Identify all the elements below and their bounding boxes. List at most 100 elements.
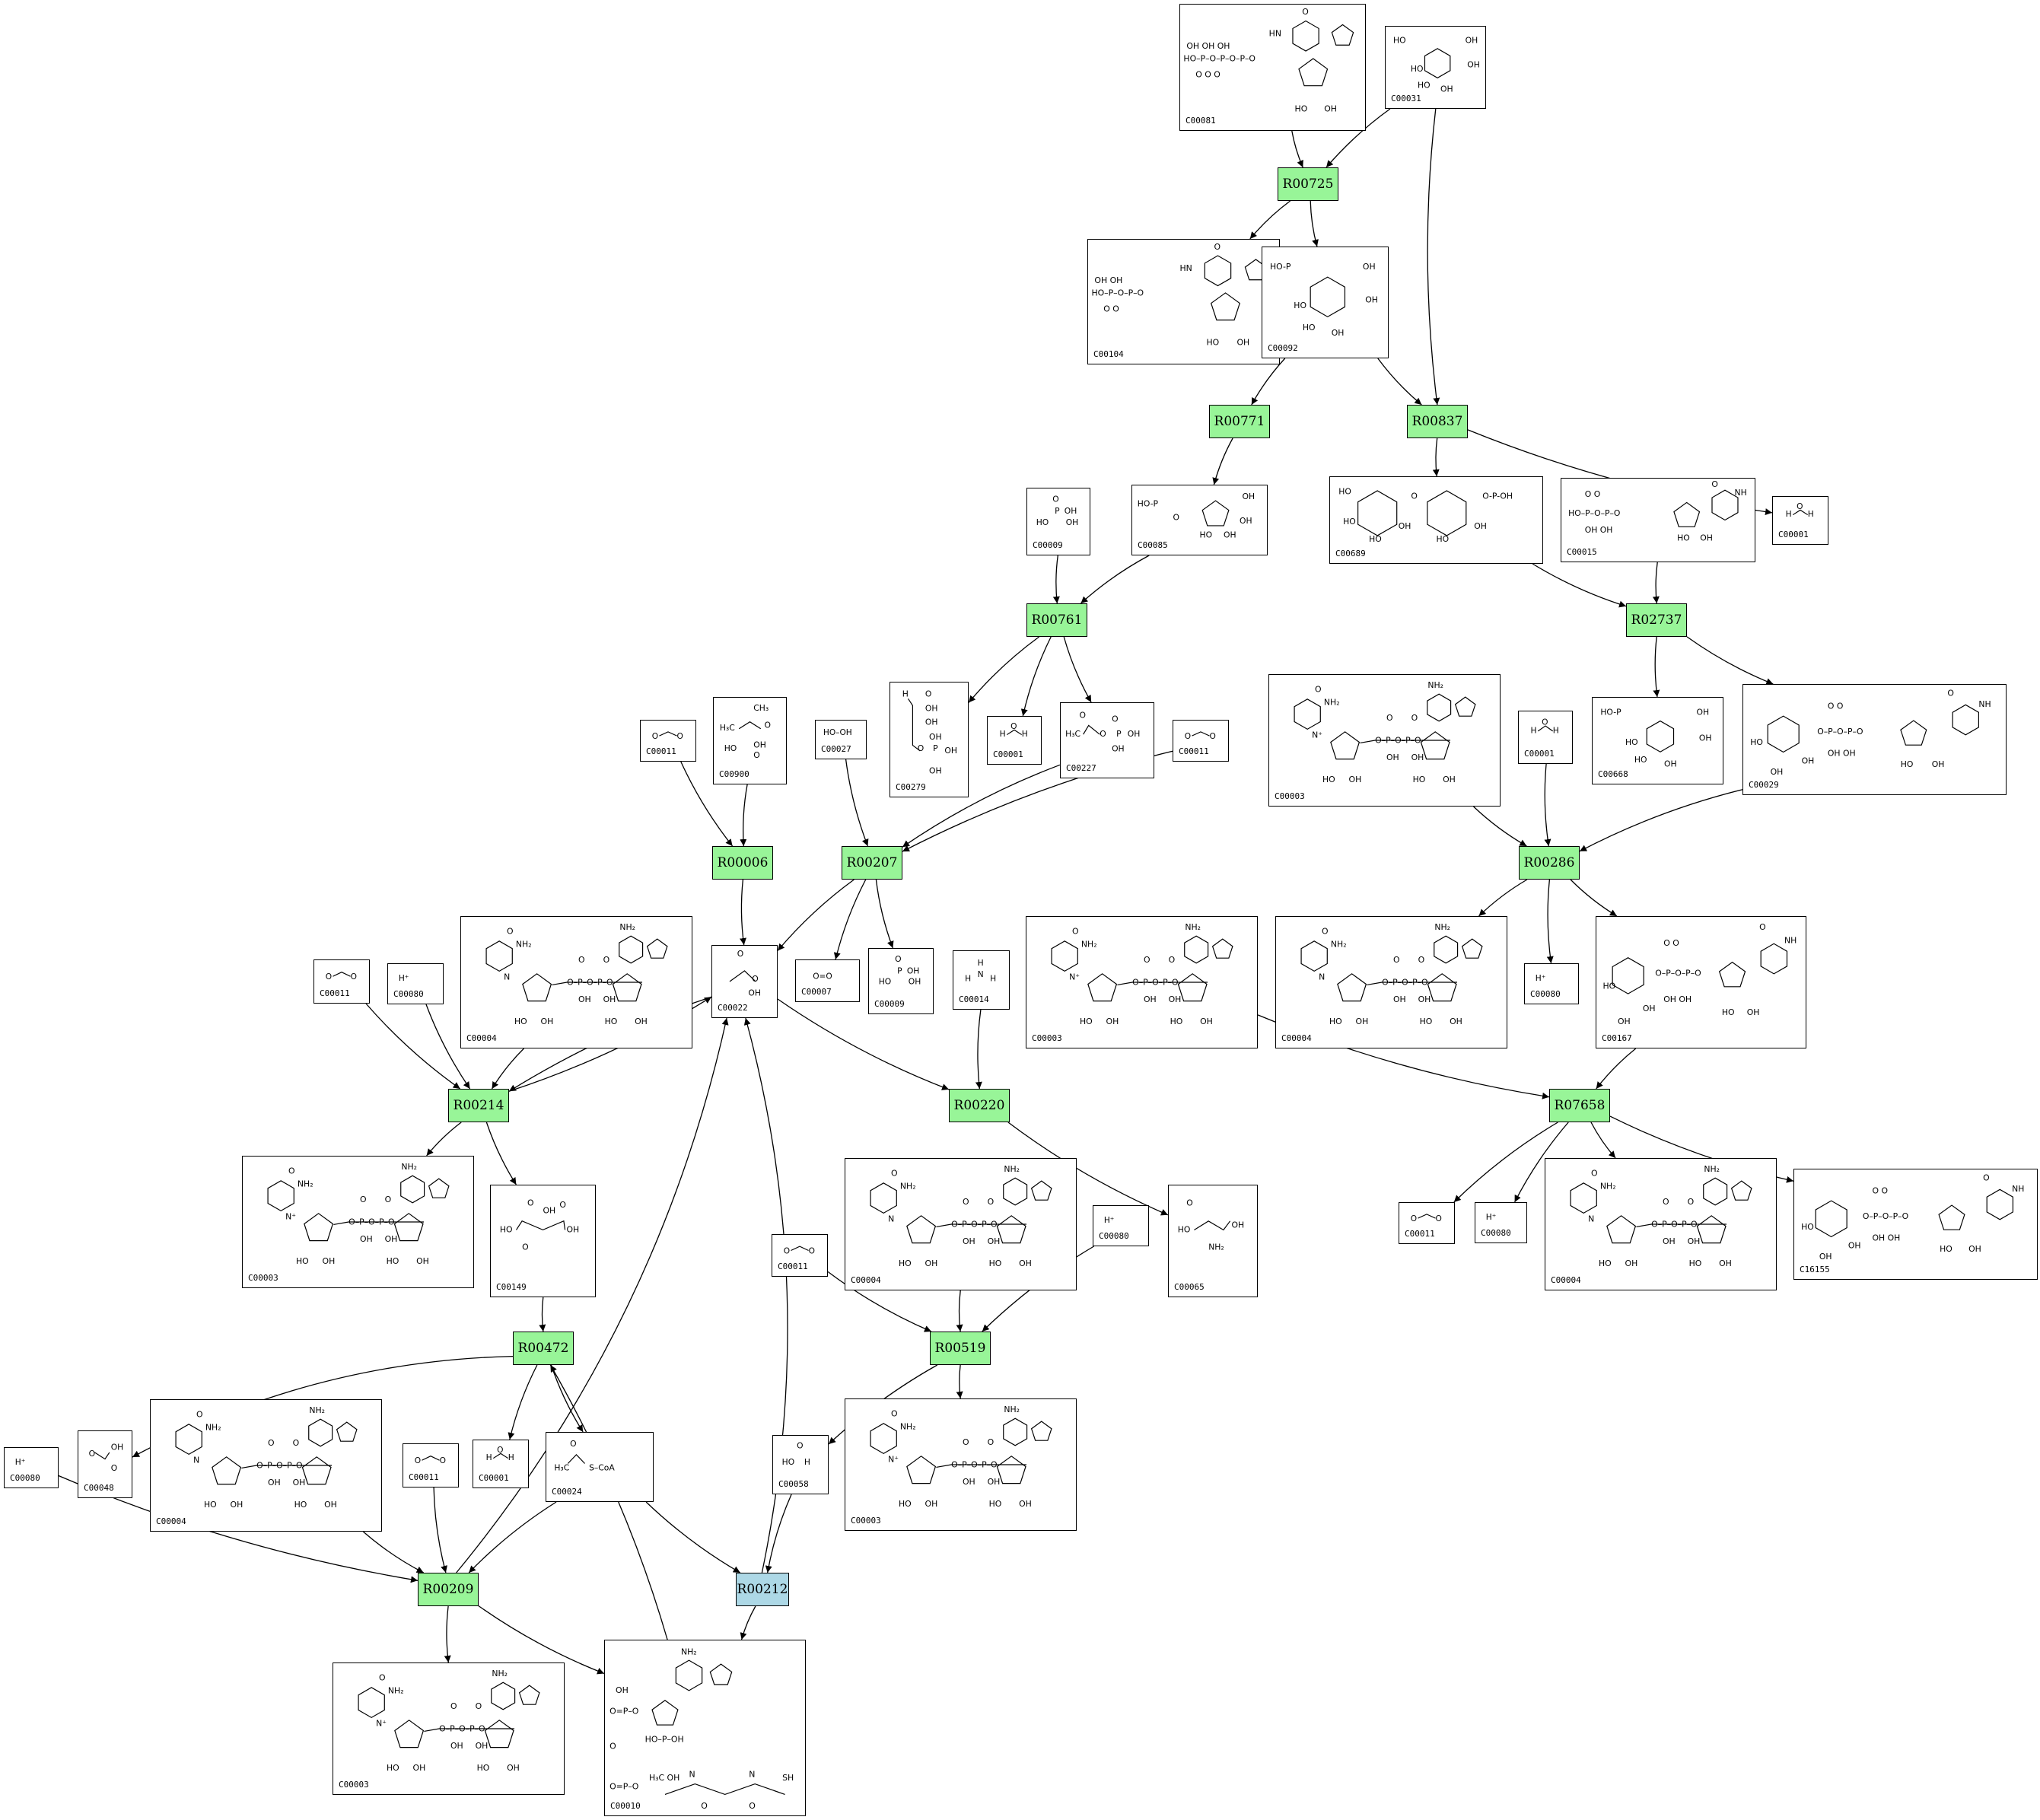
svg-text:H: H [804, 1457, 810, 1467]
compound-node[interactable]: H⁺C00080 [1524, 963, 1579, 1004]
reaction-node[interactable]: R00214 [448, 1089, 509, 1122]
compound-node[interactable]: H⁺C00080 [1475, 1202, 1527, 1243]
svg-text:O: O [450, 1701, 457, 1711]
svg-text:OH: OH [1236, 338, 1249, 348]
reaction-node[interactable]: R00209 [418, 1573, 479, 1606]
svg-text:SH: SH [782, 1773, 794, 1783]
svg-text:OH: OH [1393, 994, 1406, 1004]
svg-text:OH: OH [1332, 328, 1345, 338]
svg-text:OH: OH [909, 977, 921, 987]
reaction-node[interactable]: R00207 [842, 846, 902, 880]
reaction-node[interactable]: R00761 [1026, 603, 1087, 637]
reaction-node[interactable]: R00837 [1407, 405, 1468, 438]
svg-text:OH: OH [1700, 533, 1713, 543]
reaction-node[interactable]: R00472 [513, 1332, 574, 1365]
svg-text:N⁺: N⁺ [1069, 972, 1080, 982]
compound-id-label: C00011 [409, 1472, 439, 1482]
svg-text:NH: NH [2012, 1184, 2024, 1194]
svg-text:OH: OH [1144, 994, 1157, 1004]
compound-node[interactable]: H⁺C00080 [387, 963, 444, 1004]
reaction-node[interactable]: R07658 [1549, 1089, 1610, 1122]
reaction-node[interactable]: R00286 [1519, 846, 1580, 880]
svg-text:OH: OH [1128, 729, 1141, 739]
svg-text:OH OH: OH OH [1663, 994, 1692, 1004]
svg-text:O: O [891, 1168, 898, 1178]
svg-text:NH₂: NH₂ [388, 1686, 404, 1696]
svg-text:O: O [737, 949, 743, 959]
svg-text:O–P–O–P–O: O–P–O–P–O [348, 1217, 394, 1227]
reaction-node[interactable]: R00006 [712, 846, 773, 880]
reaction-node[interactable]: R00519 [930, 1332, 991, 1365]
reaction-node[interactable]: R00220 [949, 1089, 1010, 1122]
svg-text:NH₂: NH₂ [1004, 1164, 1020, 1174]
compound-node[interactable]: H⁺C00080 [4, 1447, 59, 1488]
svg-text:OH: OH [1224, 530, 1236, 539]
svg-text:P: P [897, 966, 902, 975]
reaction-node[interactable]: R02737 [1626, 603, 1687, 637]
svg-text:O: O [1436, 1214, 1442, 1223]
reaction-node[interactable]: R00771 [1209, 405, 1270, 438]
reaction-edge [362, 1531, 424, 1573]
svg-text:O: O [603, 955, 610, 965]
svg-text:O: O [1663, 1197, 1669, 1207]
svg-text:S–CoA: S–CoA [589, 1463, 615, 1473]
svg-text:OH: OH [1663, 1236, 1676, 1246]
reaction-edge [1063, 636, 1092, 703]
svg-text:O–P–O–P–O: O–P–O–P–O [1655, 968, 1701, 978]
reaction-node[interactable]: R00212 [736, 1573, 789, 1606]
reaction-edge [1052, 555, 1060, 604]
compound-node[interactable]: H⁺C00080 [1093, 1205, 1149, 1246]
reaction-node[interactable]: R00725 [1278, 167, 1338, 201]
svg-text:OH: OH [603, 994, 616, 1004]
reaction-edge [508, 1364, 538, 1440]
svg-text:OH: OH [753, 740, 766, 750]
